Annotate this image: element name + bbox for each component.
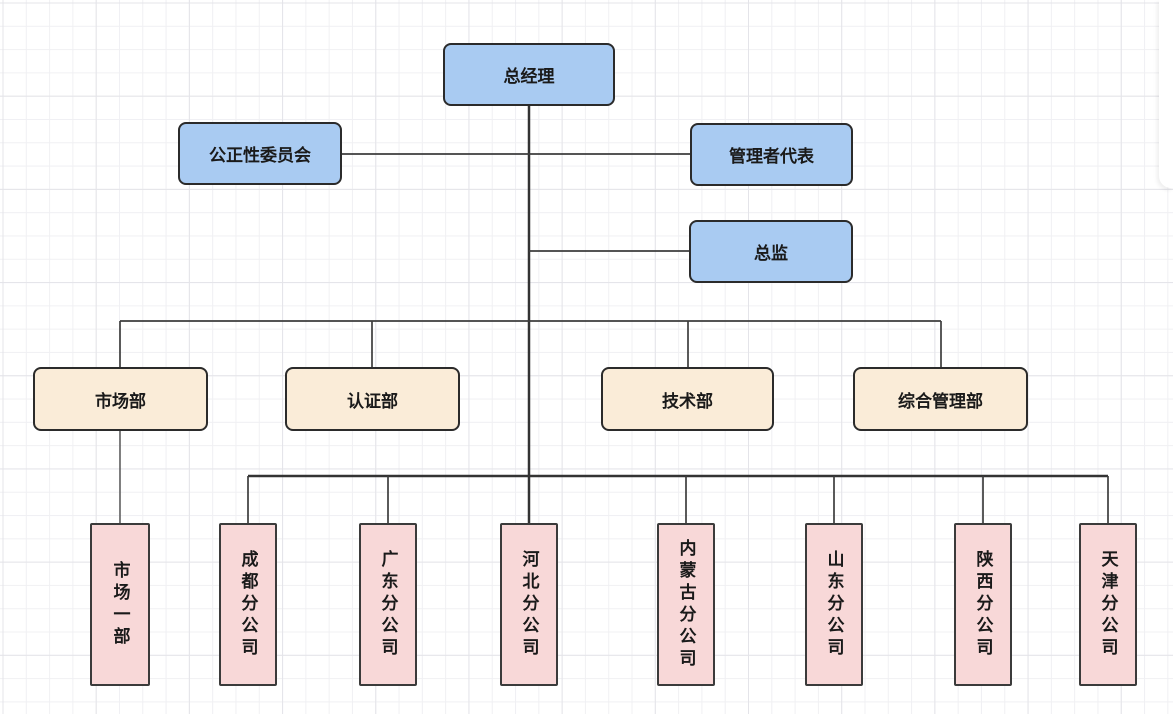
node-branch-tianjin[interactable]: 天津分公司 [1079,523,1137,686]
node-branch-shandong[interactable]: 山东分公司 [805,523,863,686]
node-label: 市场一部 [110,560,130,649]
node-general-manager[interactable]: 总经理 [443,43,615,106]
node-branch-chengdu[interactable]: 成都分公司 [219,523,277,686]
node-label: 综合管理部 [898,391,983,411]
node-dept-technology[interactable]: 技术部 [601,367,774,431]
node-label: 技术部 [662,391,713,411]
node-label: 山东分公司 [824,549,844,660]
node-branch-inner-mongolia[interactable]: 内蒙古分公司 [657,523,715,686]
node-label: 天津分公司 [1098,549,1118,660]
node-label: 市场部 [95,391,146,411]
node-label: 认证部 [347,391,398,411]
node-label: 内蒙古分公司 [676,538,696,671]
node-dept-certification[interactable]: 认证部 [285,367,460,431]
node-label: 总经理 [503,67,555,86]
node-label: 成都分公司 [238,549,258,660]
node-label: 管理者代表 [729,147,814,166]
node-label: 公正性委员会 [209,146,311,165]
right-panel-tab[interactable] [1159,0,1173,188]
node-branch-shaanxi[interactable]: 陕西分公司 [954,523,1012,686]
node-branch-market-division-1[interactable]: 市场一部 [90,523,150,686]
node-branch-guangdong[interactable]: 广东分公司 [359,523,417,686]
node-label: 陕西分公司 [973,549,993,660]
node-impartiality-committee[interactable]: 公正性委员会 [178,122,342,185]
node-label: 总监 [754,244,788,263]
node-dept-general-admin[interactable]: 综合管理部 [853,367,1028,431]
node-dept-marketing[interactable]: 市场部 [33,367,208,431]
node-branch-hebei[interactable]: 河北分公司 [500,523,558,686]
node-label: 广东分公司 [378,549,398,660]
node-management-representative[interactable]: 管理者代表 [690,123,853,186]
node-director[interactable]: 总监 [689,220,853,283]
node-label: 河北分公司 [519,549,539,660]
